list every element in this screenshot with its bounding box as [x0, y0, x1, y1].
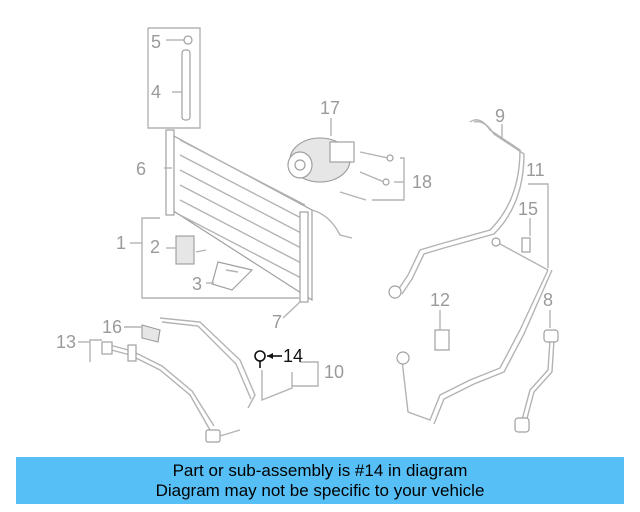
callout-14: 14	[283, 346, 303, 366]
banner-line-2: Diagram may not be specific to your vehi…	[155, 480, 485, 500]
callout-3: 3	[192, 274, 202, 294]
banner-line-1: Part or sub-assembly is #14 in diagram	[172, 460, 468, 480]
callout-13: 13	[56, 332, 76, 352]
callout-7: 7	[272, 312, 282, 332]
callout-1: 1	[116, 233, 126, 253]
callout-15: 15	[518, 199, 538, 219]
callout-5: 5	[151, 32, 161, 52]
lower-hoses	[89, 317, 319, 443]
drier-group	[147, 27, 201, 129]
parts-diagram: 5 4 6 1 2 3 7 17 18 9 11 15 12 8 13 16 1…	[56, 27, 559, 443]
callout-6: 6	[136, 159, 146, 179]
leader-lines	[78, 39, 551, 343]
callout-9: 9	[495, 106, 505, 126]
condenser	[165, 129, 353, 303]
bolts	[339, 151, 405, 201]
callout-2: 2	[150, 237, 160, 257]
callout-labels: 5 4 6 1 2 3 7 17 18 9 11 15 12 8 13 16 1…	[56, 32, 553, 382]
callout-11: 11	[526, 160, 545, 180]
bracket-group	[141, 217, 300, 299]
right-hoses	[388, 119, 559, 433]
callout-17: 17	[320, 98, 340, 118]
callout-16: 16	[102, 317, 122, 337]
callout-18: 18	[412, 172, 432, 192]
callout-12: 12	[430, 290, 450, 310]
info-banner: Part or sub-assembly is #14 in diagram D…	[16, 457, 624, 504]
callout-4: 4	[151, 82, 161, 102]
callout-10: 10	[324, 362, 344, 382]
callout-8: 8	[543, 290, 553, 310]
compressor	[287, 137, 355, 183]
part-14[interactable]	[254, 350, 282, 368]
